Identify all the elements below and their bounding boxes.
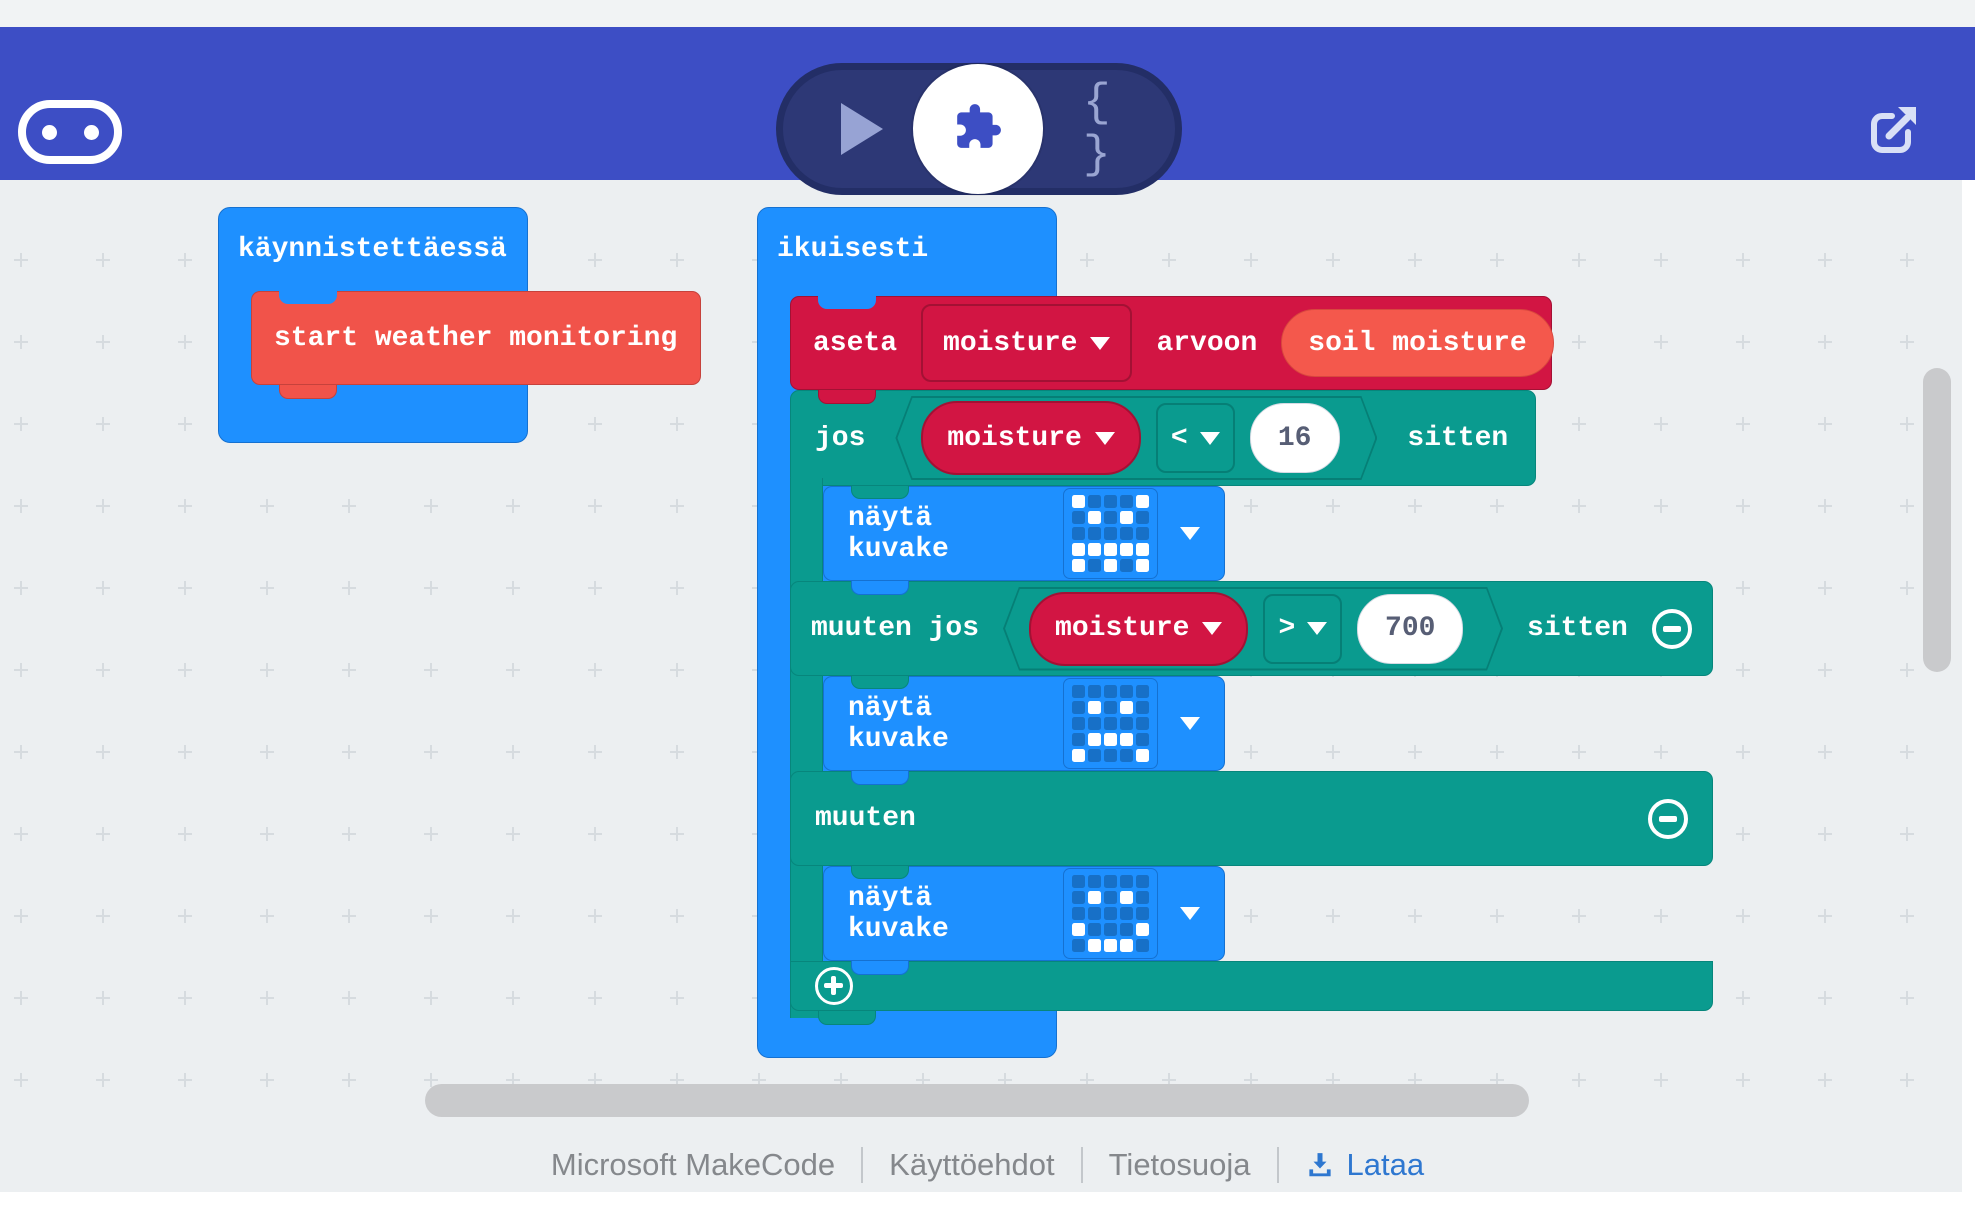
block-start-weather-monitoring[interactable]: start weather monitoring [251,291,701,385]
block-set-variable[interactable]: aseta moisture arvoon soil moisture [790,296,1554,390]
chevron-down-icon [1095,432,1115,445]
variable-dropdown[interactable]: moisture [921,304,1133,382]
block-label: käynnistettäessä [238,234,507,265]
to-label: arvoon [1156,327,1258,359]
divider [861,1147,864,1183]
led-icon-happy [1063,868,1158,959]
block-show-icon-1[interactable]: näytä kuvake [823,486,1225,581]
editor-mode-toggle: { } [776,63,1182,195]
divider [1080,1147,1083,1183]
notch [851,486,909,499]
set-label: aseta [813,327,898,359]
bottom-margin [0,1192,1975,1227]
then-label: sitten [1407,422,1509,454]
logo-eye-left [41,124,57,140]
led-icon-sad [1063,678,1158,769]
notch [851,676,909,689]
remove-branch-button[interactable] [1648,798,1688,839]
number-input[interactable]: 700 [1357,594,1463,664]
notch [851,581,909,595]
remove-branch-button[interactable] [1652,608,1692,649]
header-bar: { } [0,27,1975,195]
block-show-icon-3[interactable]: näytä kuvake [823,866,1225,961]
divider [1276,1147,1279,1183]
if-block-spine [790,478,823,1018]
icon-dropdown[interactable] [1063,678,1200,769]
footer-link-download[interactable]: Lataa [1305,1147,1424,1183]
block-label: näytä kuvake [848,502,949,565]
javascript-mode-button[interactable]: { } [1083,77,1117,181]
variable-pill[interactable]: moisture [921,401,1140,475]
download-icon [1308,1153,1331,1177]
chevron-down-icon [1200,432,1220,445]
number-input[interactable]: 16 [1250,403,1340,473]
value-soil-moisture[interactable]: soil moisture [1281,309,1554,377]
condition-socket: moisture < 16 [895,396,1377,480]
footer-link-makecode[interactable]: Microsoft MakeCode [550,1147,836,1182]
logo-eye-right [83,124,99,140]
footer: Microsoft MakeCode Käyttöehdot Tietosuoj… [0,1138,1975,1192]
chevron-down-icon [1307,622,1327,635]
block-if-bottom-bar[interactable] [790,961,1713,1011]
notch [851,771,909,785]
chevron-down-icon [1180,717,1200,730]
led-icon-angry [1063,488,1158,579]
operator-dropdown[interactable]: < [1156,403,1235,473]
notch [279,385,337,399]
top-strip [0,0,1975,27]
chevron-down-icon [1202,622,1222,635]
block-else-if-row[interactable]: muuten jos moisture > 700 sitten [790,581,1713,676]
external-link-icon [1871,107,1916,153]
notch [818,296,876,309]
else-label: muuten [815,803,916,834]
add-branch-button[interactable] [815,967,853,1005]
notch [818,1011,876,1025]
then-label: sitten [1527,613,1628,644]
blocks-mode-button[interactable] [913,64,1043,194]
block-label: näytä kuvake [848,882,949,945]
block-show-icon-2[interactable]: näytä kuvake [823,676,1225,771]
microbit-logo[interactable] [18,100,122,164]
notch [851,961,909,975]
block-label: ikuisesti [777,234,929,265]
variable-name: moisture [943,327,1078,359]
puzzle-icon [953,102,1003,157]
vertical-scrollbar[interactable] [1923,368,1951,672]
block-label: näytä kuvake [848,692,949,755]
else-if-label: muuten jos [811,613,980,644]
notch [851,866,909,879]
open-external-button[interactable] [1860,97,1926,163]
play-button[interactable] [841,103,883,155]
operator-dropdown[interactable]: > [1263,594,1342,664]
horizontal-scrollbar[interactable] [425,1084,1529,1117]
condition-socket: moisture > 700 [1003,587,1503,671]
footer-link-privacy[interactable]: Tietosuoja [1108,1147,1251,1182]
notch [279,291,337,304]
chevron-down-icon [1180,527,1200,540]
notch [818,390,876,404]
block-label: start weather monitoring [274,322,678,354]
if-label: jos [815,422,866,454]
block-else-row[interactable]: muuten [790,771,1713,866]
right-margin [1962,180,1975,1227]
block-if-row[interactable]: jos moisture < 16 sitten [790,390,1536,486]
chevron-down-icon [1090,336,1111,350]
icon-dropdown[interactable] [1063,488,1200,579]
variable-pill[interactable]: moisture [1029,592,1248,666]
footer-link-terms[interactable]: Käyttöehdot [889,1147,1055,1182]
chevron-down-icon [1180,907,1200,920]
icon-dropdown[interactable] [1063,868,1200,959]
